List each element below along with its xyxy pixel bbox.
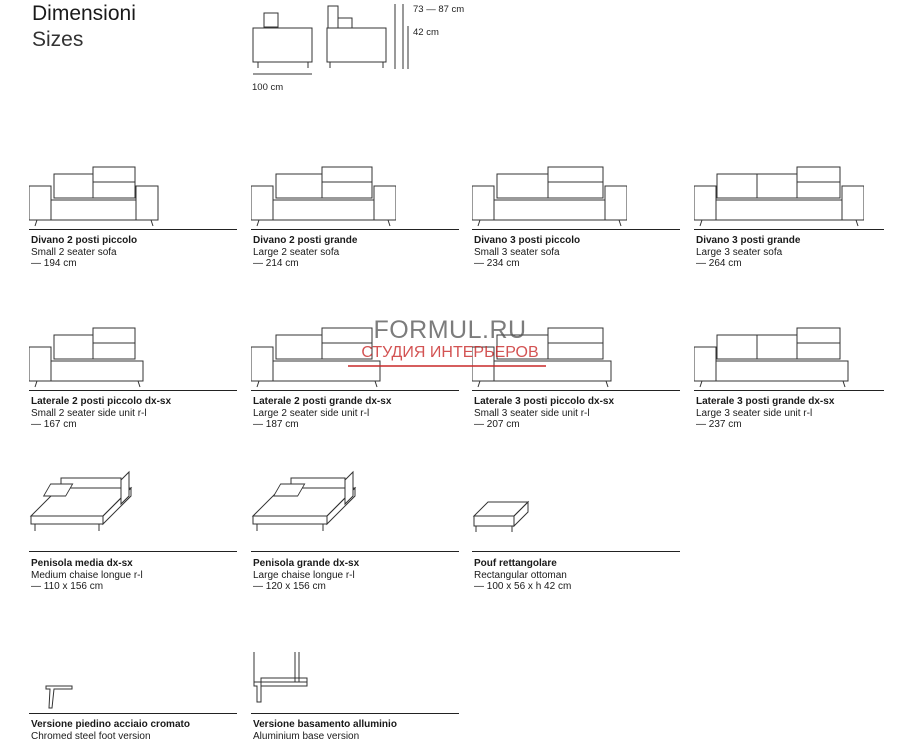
aluminium-base-drawing (251, 652, 311, 710)
item-caption: Versione piedino acciaio cromato Chromed… (31, 719, 241, 742)
side-view-drawings (250, 4, 415, 84)
item-name-en: Chromed steel foot version (31, 730, 151, 742)
item-name-en: Small 3 seater sofa (474, 246, 560, 258)
item-name-it: Divano 2 posti piccolo (31, 235, 138, 246)
item-caption: Laterale 2 posti grande dx-sx Large 2 se… (253, 396, 463, 431)
item-caption: Penisola media dx-sx Medium chaise longu… (31, 558, 241, 593)
item-rule (472, 551, 680, 552)
item-rule (251, 229, 459, 230)
item-name-en: Small 3 seater side unit r-l (474, 407, 590, 419)
item-size: — 120 x 156 cm (253, 581, 326, 592)
chaise-medium-drawing (29, 466, 139, 536)
item-name-it: Versione piedino acciaio cromato (31, 719, 190, 730)
depth-dimension: 100 cm (252, 82, 284, 93)
item-rule (29, 229, 237, 230)
item-name-it: Penisola media dx-sx (31, 558, 133, 569)
item-caption: Versione basamento alluminio Aluminium b… (253, 719, 463, 742)
page-subtitle: Sizes (32, 28, 84, 51)
pouf-drawing (472, 494, 532, 536)
item-rule (251, 551, 459, 552)
item-name-it: Laterale 2 posti grande dx-sx (253, 396, 392, 407)
item-rule (694, 229, 884, 230)
item-caption: Divano 2 posti grande Large 2 seater sof… (253, 235, 463, 270)
item-caption: Laterale 3 posti piccolo dx-sx Small 3 s… (474, 396, 684, 431)
item-caption: Pouf rettangolare Rectangular ottoman — … (474, 558, 684, 593)
item-name-en: Large chaise longue r-l (253, 569, 355, 581)
side-unit-3-small-drawing (472, 325, 612, 389)
item-name-en: Aluminium base version (253, 730, 360, 742)
item-name-it: Laterale 2 posti piccolo dx-sx (31, 396, 172, 407)
sofa-2-small-drawing (29, 164, 159, 228)
item-caption: Laterale 2 posti piccolo dx-sx Small 2 s… (31, 396, 241, 431)
chaise-large-drawing (251, 466, 361, 536)
item-size: — 214 cm (253, 258, 299, 269)
item-size: — 194 cm (31, 258, 77, 269)
item-size: — 207 cm (474, 419, 520, 430)
watermark-underline (348, 365, 546, 367)
item-name-en: Medium chaise longue r-l (31, 569, 143, 581)
item-name-en: Small 2 seater side unit r-l (31, 407, 147, 419)
item-size: — 187 cm (253, 419, 299, 430)
item-name-it: Divano 3 posti piccolo (474, 235, 581, 246)
item-name-en: Large 2 seater side unit r-l (253, 407, 370, 419)
side-unit-2-large-drawing (251, 325, 381, 389)
sofa-3-large-drawing (694, 164, 864, 228)
item-name-it: Divano 3 posti grande (696, 235, 801, 246)
sofa-2-large-drawing (251, 164, 396, 228)
item-caption: Laterale 3 posti grande dx-sx Large 3 se… (696, 396, 900, 431)
item-name-en: Small 2 seater sofa (31, 246, 117, 258)
item-rule (251, 390, 459, 391)
item-size: — 100 x 56 x h 42 cm (474, 581, 572, 592)
item-size: — 237 cm (696, 419, 742, 430)
item-caption: Divano 3 posti piccolo Small 3 seater so… (474, 235, 684, 270)
item-caption: Divano 2 posti piccolo Small 2 seater so… (31, 235, 241, 270)
item-rule (29, 390, 237, 391)
item-size: — 110 x 156 cm (31, 581, 104, 592)
item-name-en: Large 2 seater sofa (253, 246, 340, 258)
item-caption: Penisola grande dx-sx Large chaise longu… (253, 558, 463, 593)
item-name-it: Laterale 3 posti piccolo dx-sx (474, 396, 615, 407)
item-size: — 234 cm (474, 258, 520, 269)
item-rule (472, 229, 680, 230)
item-rule (29, 551, 237, 552)
side-unit-3-large-drawing (694, 325, 849, 389)
seat-dimension: 42 cm (413, 27, 439, 38)
item-name-en: Large 3 seater side unit r-l (696, 407, 813, 419)
chromed-foot-drawing (44, 684, 76, 710)
item-name-en: Large 3 seater sofa (696, 246, 783, 258)
page-title: Dimensioni (32, 2, 136, 25)
item-size: — 167 cm (31, 419, 77, 430)
item-rule (251, 713, 459, 714)
height-dimension: 73 — 87 cm (413, 4, 465, 15)
item-name-it: Versione basamento alluminio (253, 719, 397, 730)
item-rule (472, 390, 680, 391)
item-caption: Divano 3 posti grande Large 3 seater sof… (696, 235, 900, 270)
item-name-it: Pouf rettangolare (474, 558, 557, 569)
item-rule (694, 390, 884, 391)
item-name-it: Laterale 3 posti grande dx-sx (696, 396, 835, 407)
item-name-it: Divano 2 posti grande (253, 235, 358, 246)
item-size: — 264 cm (696, 258, 742, 269)
item-name-it: Penisola grande dx-sx (253, 558, 360, 569)
item-rule (29, 713, 237, 714)
sofa-3-small-drawing (472, 164, 627, 228)
item-name-en: Rectangular ottoman (474, 569, 567, 581)
side-unit-2-small-drawing (29, 325, 144, 389)
